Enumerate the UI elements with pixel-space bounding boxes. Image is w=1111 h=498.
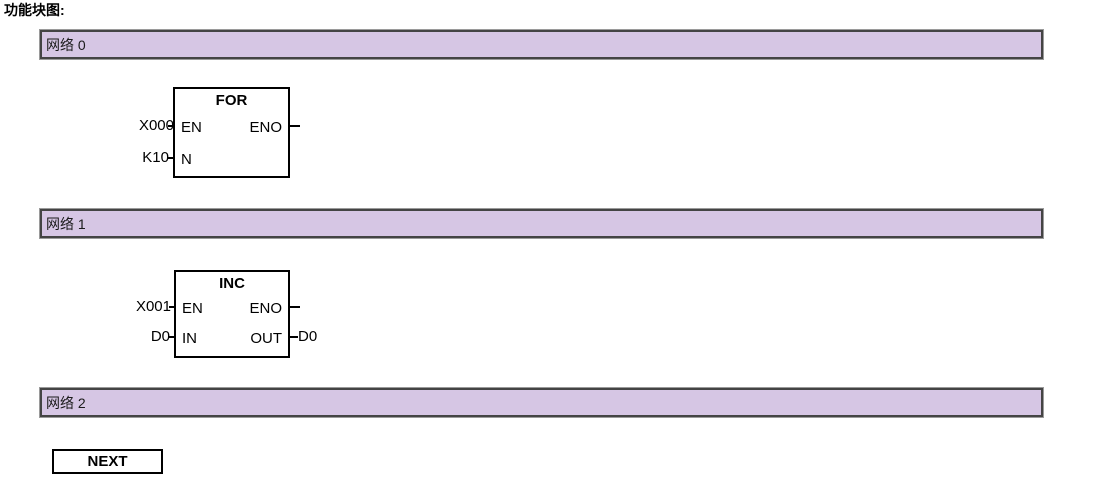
function-block-inc[interactable]: INC EN IN ENO OUT [174, 270, 290, 358]
network-header-bar-0[interactable]: 网络 0 [40, 30, 1043, 59]
function-block-inc-pin-out[interactable]: OUT [250, 330, 282, 347]
function-block-for-title: FOR [215, 92, 248, 109]
network-header-bar-2[interactable]: 网络 2 [40, 388, 1043, 417]
network-label-1: 网络 1 [46, 215, 86, 232]
function-block-inc-pin-in[interactable]: IN [182, 330, 197, 347]
function-block-inc-title: INC [219, 275, 245, 292]
connector-inc-eno [289, 306, 300, 308]
operand-for-en[interactable]: X000 [138, 117, 174, 134]
function-block-for-pin-en[interactable]: EN [181, 119, 202, 136]
function-block-next-title: NEXT [87, 453, 128, 470]
function-block-for[interactable]: FOR EN N ENO [173, 87, 290, 178]
connector-for-n [167, 157, 175, 159]
connector-inc-in [168, 336, 176, 338]
operand-for-n[interactable]: K10 [142, 149, 169, 166]
connector-inc-out [288, 336, 298, 338]
function-block-next[interactable]: NEXT [52, 449, 163, 474]
network-label-2: 网络 2 [46, 394, 86, 411]
network-header-bar-1[interactable]: 网络 1 [40, 209, 1043, 238]
function-block-for-pin-n[interactable]: N [181, 151, 192, 168]
function-block-for-pin-eno[interactable]: ENO [249, 119, 282, 136]
operand-inc-en[interactable]: X001 [135, 298, 171, 315]
page-title: 功能块图: [4, 2, 65, 18]
connector-for-en [168, 125, 175, 127]
network-label-0: 网络 0 [46, 36, 86, 53]
function-block-inc-pin-eno[interactable]: ENO [249, 300, 282, 317]
operand-inc-out[interactable]: D0 [298, 328, 318, 345]
connector-inc-en [169, 306, 176, 308]
function-block-inc-pin-en[interactable]: EN [182, 300, 203, 317]
operand-inc-in[interactable]: D0 [150, 328, 170, 345]
connector-for-eno [289, 125, 300, 127]
